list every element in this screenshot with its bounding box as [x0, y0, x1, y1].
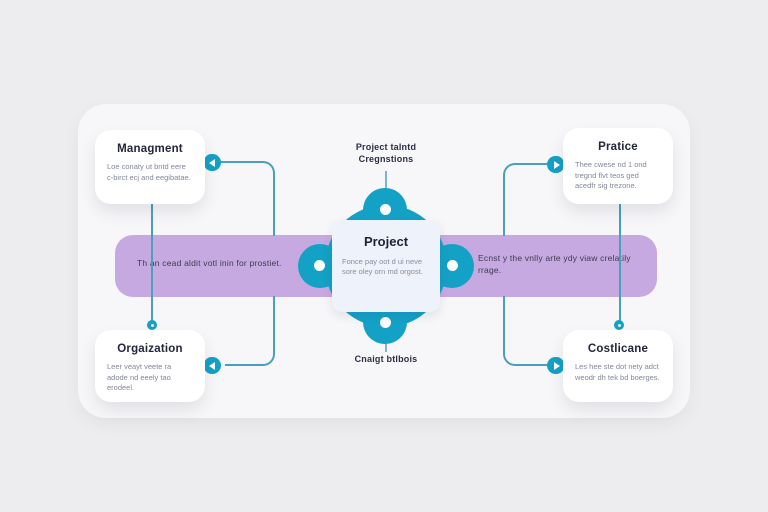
node-certificate-body: Les hee ste dot nety adct weodr dh tek b…	[575, 362, 660, 382]
center-node-project: Project Fonce pay oot d ui neve sore ole…	[332, 220, 440, 312]
connector-top-left	[220, 161, 275, 236]
node-certificate-title: Costlicane	[587, 343, 649, 355]
hub-hole-left	[314, 260, 325, 271]
node-organization-title: Orgaization	[117, 343, 183, 355]
bottom-label: Cnaigt btlbois	[354, 354, 418, 364]
center-stem-top	[385, 171, 387, 193]
node-management-title: Managment	[117, 143, 183, 155]
node-practice-title: Pratice	[598, 141, 638, 153]
arrowhead-into-certificate-icon	[547, 357, 564, 374]
top-label-line1: Project talntd	[355, 142, 417, 152]
node-practice: Pratice Thee cwese nd 1 ond tregnd flvt …	[563, 128, 673, 204]
arrowhead-into-management-icon	[204, 154, 221, 171]
arrowhead-into-organization-icon	[204, 357, 221, 374]
connector-bottom-left	[225, 296, 275, 366]
node-management: Managment Loe conaty ut bntd eere c-birc…	[95, 130, 205, 204]
band-right-text: Ecnst y the vnlly arte ydy viaw crelatil…	[478, 253, 631, 275]
band-left-text: Th an cead aldit votl inin for prostiet.	[137, 258, 282, 268]
node-certificate: Costlicane Les hee ste dot nety adct weo…	[563, 330, 673, 402]
connector-bottom-right	[503, 296, 549, 366]
top-label-line2: Cregnstions	[358, 154, 414, 164]
center-node-title: Project	[363, 234, 409, 249]
node-practice-body: Thee cwese nd 1 ond tregnd flvt teos ged…	[575, 160, 647, 190]
node-management-body: Loe conaty ut bntd eere c-birct ecj and …	[107, 162, 191, 182]
node-organization: Orgaization Leer veayt veete ra adode nd…	[95, 330, 205, 402]
connector-top-right	[503, 163, 549, 236]
hub-hole-right	[447, 260, 458, 271]
center-node-body: Fonce pay oot d ui neve sore oley orn md…	[342, 257, 423, 276]
hub-hole-bottom	[380, 317, 391, 328]
top-label: Project talntd Cregnstions	[322, 141, 450, 165]
connector-right-vertical	[619, 203, 621, 322]
hub-hole-top	[380, 204, 391, 215]
endpoint-dot-organization-icon	[147, 320, 157, 330]
endpoint-dot-certificate-icon	[614, 320, 624, 330]
arrowhead-into-practice-icon	[547, 156, 564, 173]
connector-left-vertical	[151, 204, 153, 322]
node-organization-body: Leer veayt veete ra adode nd eeely tao e…	[107, 362, 172, 392]
